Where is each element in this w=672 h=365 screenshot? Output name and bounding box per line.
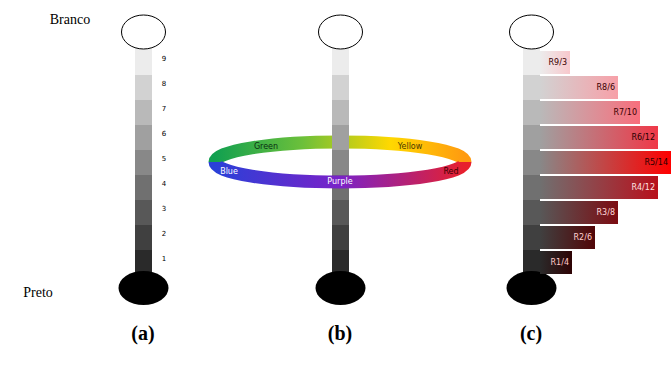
color-chip: R7/10	[540, 101, 640, 124]
hue-label: Yellow	[398, 143, 423, 152]
value-number: 3	[162, 206, 166, 214]
panel-label: (c)	[520, 322, 542, 344]
color-chip: R4/12	[540, 176, 658, 199]
end-label: Branco	[50, 12, 90, 27]
chip-notation: R2/6	[574, 234, 592, 242]
value-number: 4	[162, 181, 166, 189]
value-scale	[316, 15, 366, 305]
panel-label: (a)	[131, 322, 154, 344]
value-number: 1	[162, 256, 166, 264]
color-chip: R9/3	[540, 51, 570, 74]
color-chip: R8/6	[540, 76, 618, 99]
color-chip: R2/6	[540, 226, 595, 249]
chip-notation: R8/6	[597, 84, 615, 92]
chip-notation: R5/14	[644, 159, 668, 167]
chip-notation: R9/3	[549, 59, 567, 67]
chip-notation: R6/12	[631, 134, 655, 142]
chip-notation: R1/4	[551, 259, 569, 267]
color-chip: R3/8	[540, 201, 618, 224]
color-chip: R6/12	[540, 126, 658, 149]
value-number: 2	[162, 231, 166, 239]
value-number: 9	[162, 56, 166, 64]
value-scale	[119, 15, 169, 305]
value-number: 5	[162, 156, 166, 164]
end-label: Preto	[23, 285, 53, 300]
color-chip: R5/14	[540, 151, 671, 174]
hue-label: Blue	[220, 168, 238, 177]
hue-label: Red	[443, 168, 458, 177]
chip-notation: R3/8	[597, 209, 615, 217]
value-number: 8	[162, 81, 166, 89]
chip-notation: R7/10	[613, 109, 637, 117]
color-chip: R1/4	[540, 251, 572, 274]
panel-label: (b)	[328, 322, 352, 344]
value-number: 7	[162, 106, 166, 114]
chip-notation: R4/12	[631, 184, 655, 192]
hue-label: Green	[254, 143, 278, 152]
hue-label: Purple	[327, 178, 352, 187]
value-number: 6	[162, 131, 166, 139]
